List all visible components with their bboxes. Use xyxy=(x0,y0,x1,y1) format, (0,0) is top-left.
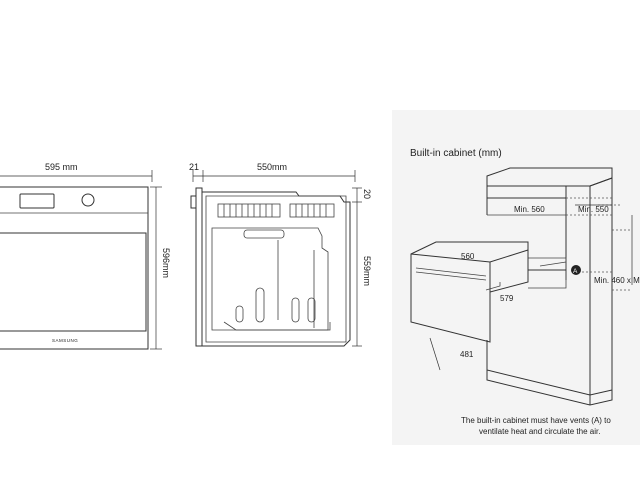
oven-unit-drawing xyxy=(410,241,529,343)
control-knob-icon xyxy=(81,193,95,207)
front-width-label: 595 mm xyxy=(45,162,78,172)
vent-marker-label: A xyxy=(573,268,578,275)
oven-front-body xyxy=(0,186,149,350)
oven-depth-label: 481 xyxy=(460,350,474,359)
vent-marker-icon xyxy=(571,265,581,275)
top-gap-label: 20 xyxy=(362,189,372,199)
oven-door-window xyxy=(0,232,147,332)
side-view: 21 550mm xyxy=(189,162,372,347)
oven-height-label: 579 xyxy=(500,294,514,303)
side-body-outline xyxy=(201,191,351,347)
side-front-panel xyxy=(195,187,203,347)
cabinet-panel: Built-in cabinet (mm) xyxy=(392,110,640,445)
cabinet-panel-background xyxy=(392,110,640,445)
depth-label: 550mm xyxy=(257,162,287,172)
cabinet-note-line-2: ventilate heat and circulate the air. xyxy=(479,427,600,436)
panel-thickness-label: 21 xyxy=(189,162,199,172)
cabinet-title: Built-in cabinet (mm) xyxy=(410,148,502,159)
cabinet-note-line-1: The built-in cabinet must have vents (A)… xyxy=(461,416,611,425)
min-width-label: Min. 560 xyxy=(514,205,545,214)
front-height-label: 596mm xyxy=(161,248,171,278)
oven-display xyxy=(19,193,55,209)
min-depth-label: Min. 550 xyxy=(578,205,609,214)
cabinet-drawing xyxy=(486,167,632,406)
oven-width-label: 560 xyxy=(461,252,475,261)
front-view: 595 mm SAMSUNG 596mm xyxy=(0,162,171,350)
brand-logo: SAMSUNG xyxy=(52,338,78,343)
side-height-label: 559mm xyxy=(362,256,372,286)
min-height-label: Min. 460 x Min. xyxy=(594,276,640,285)
side-vent-slots xyxy=(217,203,335,218)
